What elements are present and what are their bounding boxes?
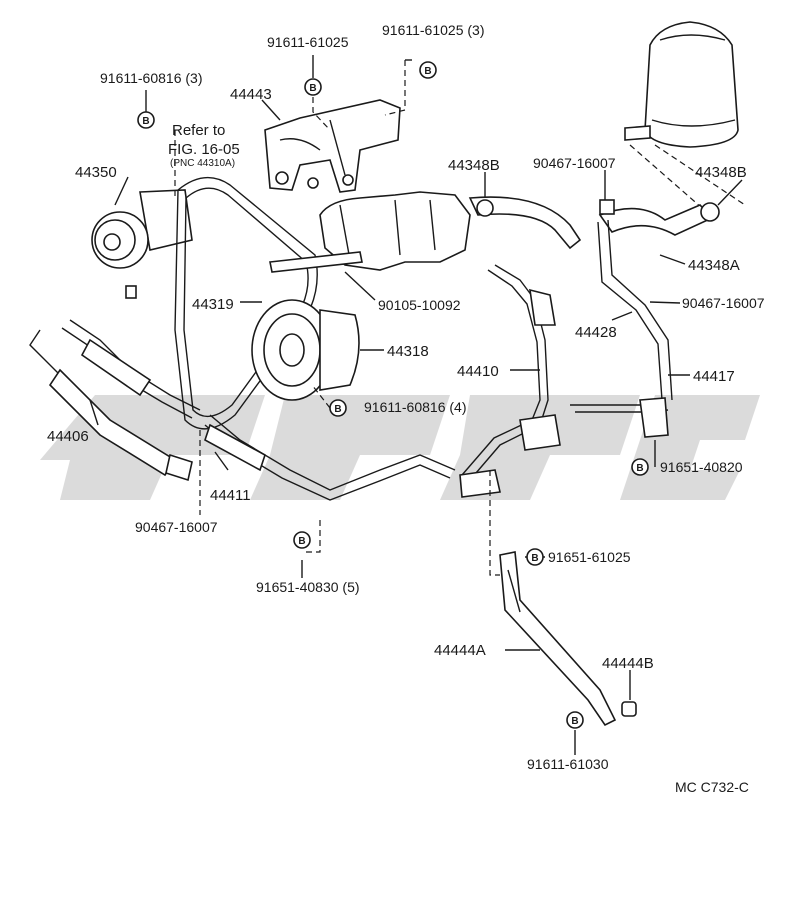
diagram-code: MC C732-C — [675, 779, 749, 795]
label-90467-16007-bottom: 90467-16007 — [135, 519, 218, 535]
pressure-lines — [29, 264, 561, 501]
label-44428: 44428 — [575, 324, 617, 341]
label-91651-40820: 91651-40820 — [660, 459, 743, 475]
hose-44348 — [468, 196, 720, 438]
label-44443: 44443 — [230, 86, 272, 103]
label-44444a: 44444A — [434, 642, 486, 659]
svg-text:B: B — [636, 463, 643, 474]
label-44444b: 44444B — [602, 655, 654, 672]
b-marker-icon: B — [137, 111, 155, 129]
svg-text:B: B — [424, 66, 431, 77]
svg-text:B: B — [142, 116, 149, 127]
b-marker-icon: B — [526, 548, 544, 566]
b-marker-icon: B — [631, 458, 649, 476]
label-91611-60816-4: 91611-60816 (4) — [364, 399, 466, 415]
svg-text:B: B — [334, 404, 341, 415]
b-marker-icon: B — [329, 399, 347, 417]
label-90105-10092: 90105-10092 — [378, 297, 461, 313]
svg-text:B: B — [571, 716, 578, 727]
b-marker-icon: B — [566, 711, 584, 729]
label-44318: 44318 — [387, 343, 429, 360]
refer-to-text: Refer to — [172, 122, 225, 139]
bracket-44444 — [499, 551, 637, 727]
svg-text:B: B — [298, 536, 305, 547]
label-90467-16007-right: 90467-16007 — [682, 295, 765, 311]
b-marker-icon: B — [304, 78, 322, 96]
bracket-44443 — [264, 99, 401, 193]
b-marker-icon: B — [293, 531, 311, 549]
label-44350: 44350 — [75, 164, 117, 181]
label-44411: 44411 — [210, 487, 251, 504]
label-91611-60816-top: 91611-60816 (3) — [100, 70, 202, 86]
label-44319: 44319 — [192, 296, 234, 313]
figure-reference: FIG. 16-05 — [168, 141, 240, 158]
label-91611-61025-left: 91611-61025 — [267, 34, 349, 50]
label-91611-61030: 91611-61030 — [527, 756, 609, 772]
pump-44350 — [91, 189, 193, 299]
label-44410: 44410 — [457, 363, 499, 380]
label-44348b-center: 44348B — [448, 157, 500, 174]
label-90467-16007-top: 90467-16007 — [533, 155, 616, 171]
label-44417: 44417 — [693, 368, 735, 385]
pulley-44318 — [251, 299, 360, 401]
leader-lines — [89, 55, 743, 755]
pnc-reference: (PNC 44310A) — [170, 158, 235, 169]
svg-text:B: B — [309, 83, 316, 94]
b-marker-icon: B — [419, 61, 437, 79]
reservoir-tank — [624, 21, 746, 216]
label-91651-61025: 91651-61025 — [548, 549, 631, 565]
label-44348a: 44348A — [688, 257, 740, 274]
label-91651-40830: 91651-40830 (5) — [256, 579, 360, 595]
b-markers: B B B B B B B B — [137, 61, 649, 729]
label-44406: 44406 — [47, 428, 89, 445]
label-91611-61025-right: 91611-61025 (3) — [382, 22, 484, 38]
part-labels: 91611-61025 91611-61025 (3) 91611-60816 … — [47, 22, 765, 795]
steering-gear — [269, 191, 471, 273]
label-44348b-right: 44348B — [695, 164, 747, 181]
svg-text:B: B — [531, 553, 538, 564]
